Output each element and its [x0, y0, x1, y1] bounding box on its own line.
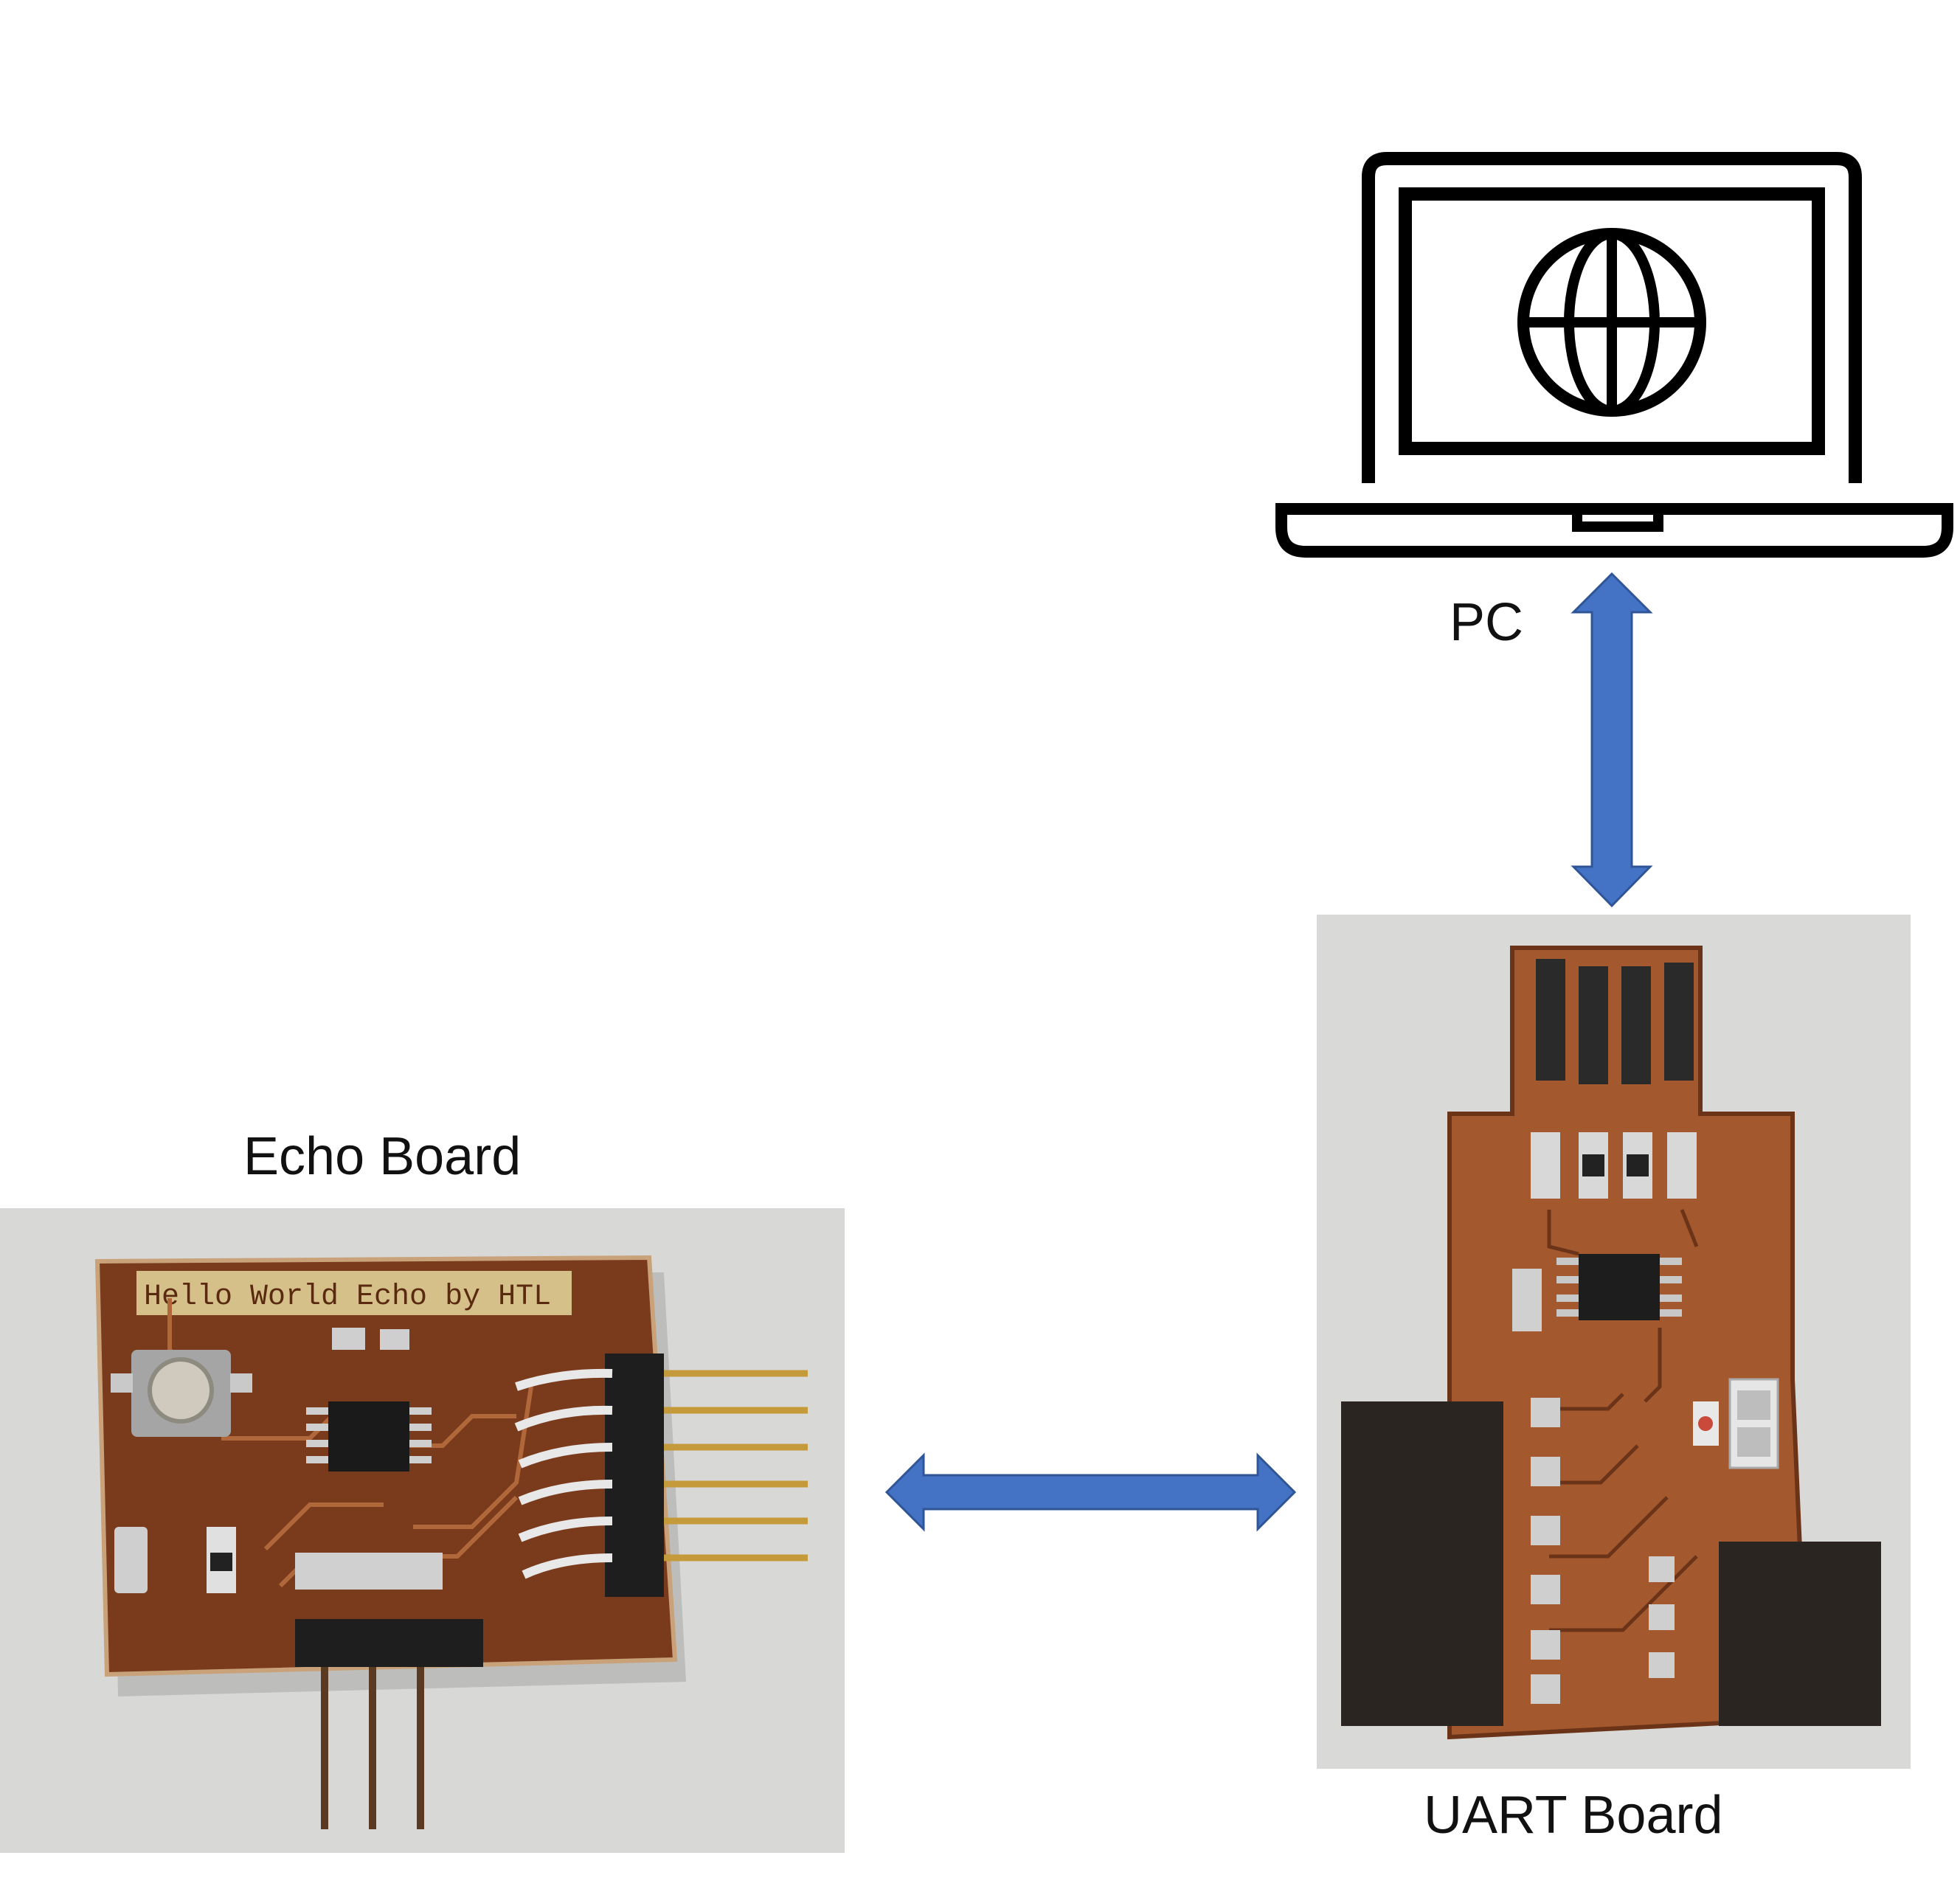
uart-board-photo: [1317, 915, 1911, 1769]
echo-board-photo: Hello World Echo by HTL: [0, 1208, 845, 1853]
echo-uart-arrow: [884, 1452, 1297, 1532]
uart-right-socket: [1719, 1542, 1881, 1726]
usb-contacts: [1536, 959, 1694, 1084]
pc-uart-arrow: [1571, 572, 1653, 908]
laptop-icon: [1275, 152, 1953, 558]
globe-icon: [1517, 228, 1706, 417]
echo-silkscreen-text: Hello World Echo by HTL: [144, 1280, 551, 1314]
echo-bottom-header: [295, 1553, 483, 1829]
pc-label: PC: [1450, 593, 1524, 652]
uart-left-socket: [1341, 1401, 1503, 1726]
echo-right-header: [514, 1354, 808, 1597]
echo-board-label: Echo Board: [243, 1127, 522, 1186]
uart-board-label: UART Board: [1424, 1786, 1723, 1845]
